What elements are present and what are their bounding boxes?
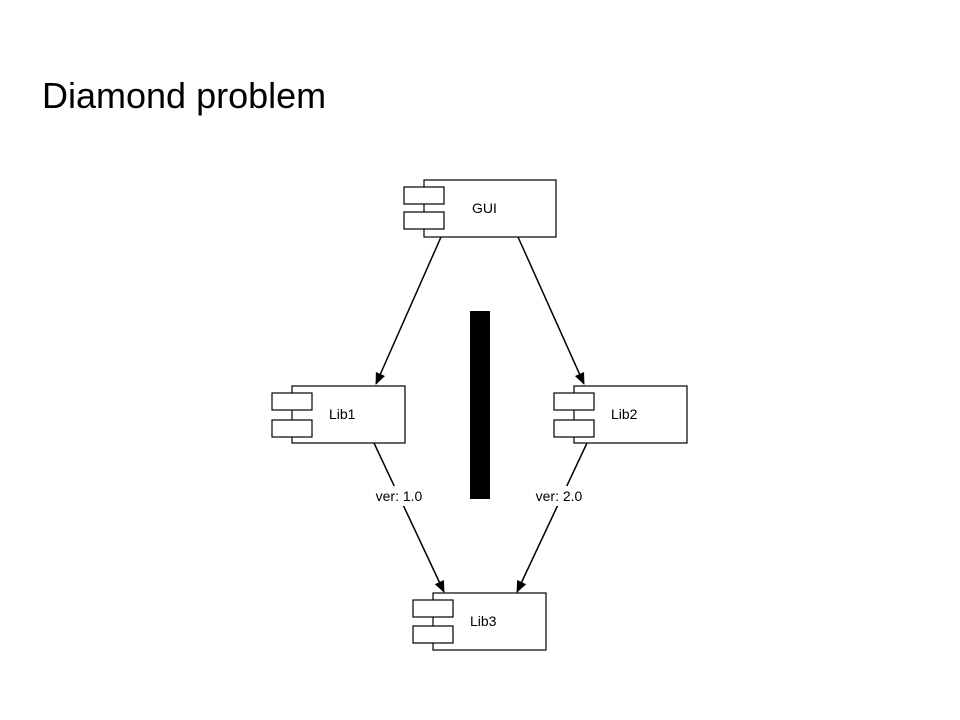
component-port-icon (403, 186, 445, 205)
node-label-lib1: Lib1 (329, 406, 356, 422)
component-gui: GUI (403, 179, 557, 238)
component-lib3: Lib3 (412, 592, 547, 651)
component-port-icon (271, 419, 313, 438)
component-port-icon (412, 599, 454, 618)
component-port-icon (553, 419, 595, 438)
node-label-lib2: Lib2 (611, 406, 638, 422)
node-label-gui: GUI (472, 200, 497, 216)
component-port-icon (412, 625, 454, 644)
slide-title: Diamond problem (42, 75, 327, 116)
edge-lib2-lib3 (516, 442, 588, 593)
edge-gui-lib2 (517, 236, 585, 385)
node-label-lib3: Lib3 (470, 613, 497, 629)
edge-label-lib1-lib3: ver: 1.0 (376, 488, 423, 504)
component-port-icon (403, 211, 445, 230)
component-lib1: Lib1 (271, 385, 406, 444)
barrier-bar (470, 311, 490, 499)
component-box (423, 179, 557, 238)
edge-label-lib2-lib3: ver: 2.0 (536, 488, 583, 504)
component-port-icon (271, 392, 313, 411)
component-lib2: Lib2 (553, 385, 688, 444)
edge-gui-lib1 (375, 236, 442, 385)
component-port-icon (553, 392, 595, 411)
edge-lib1-lib3 (373, 442, 445, 593)
